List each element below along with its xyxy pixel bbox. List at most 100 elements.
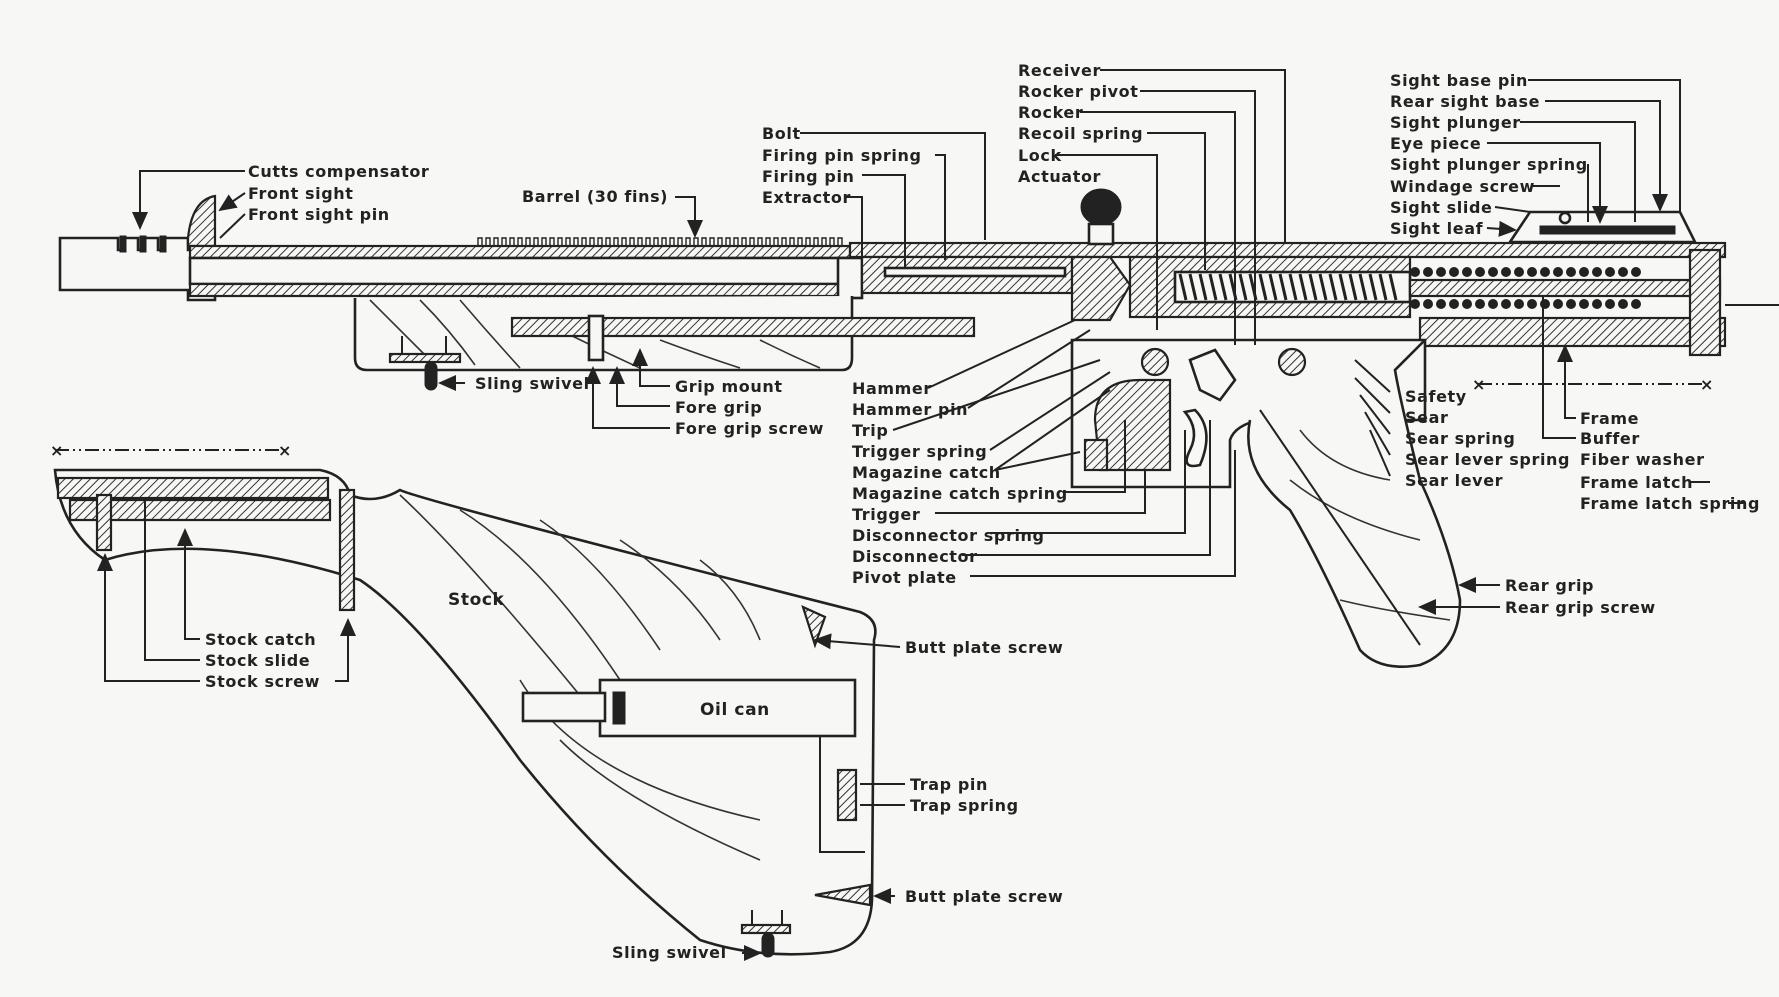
lock (1070, 255, 1132, 322)
trigger (1182, 408, 1208, 468)
sight-slide (1558, 211, 1572, 225)
buffer-spring-coil (1618, 267, 1628, 277)
recoil-spring-coil (1388, 273, 1398, 301)
label-sling-swivel-front: Sling swivel (475, 374, 590, 393)
stock-screw-front (95, 493, 113, 552)
buffer-spring-coil (1540, 267, 1550, 277)
label-rear-sight-base: Rear sight base (1390, 92, 1540, 111)
label-rocker: Rocker (1018, 103, 1083, 122)
label-trap-spring: Trap spring (910, 796, 1019, 815)
label-stock-catch: Stock catch (205, 630, 316, 649)
label-frame-latch: Frame latch (1580, 473, 1693, 492)
label-stock-screw: Stock screw (205, 672, 320, 691)
dimension-x-right: × (278, 441, 292, 460)
label-barrel: Barrel (30 fins) (522, 187, 668, 206)
recoil-spring-coil (1178, 273, 1188, 301)
buffer-spring-coil (1501, 267, 1511, 277)
buffer-spring-coil (1631, 267, 1641, 277)
label-lock: Lock (1018, 146, 1062, 165)
label-stock: Stock (448, 590, 505, 610)
rear-grip-assembly (1247, 339, 1462, 668)
barrel-bore (188, 256, 852, 286)
recoil-spring-coil (1288, 273, 1298, 301)
buffer-spring-coil (1423, 299, 1433, 309)
label-frame: Frame (1580, 409, 1639, 428)
label-fiber-washer: Fiber washer (1580, 450, 1705, 469)
label-fore-grip: Fore grip (675, 398, 762, 417)
buffer-spring-coil (1592, 267, 1602, 277)
frame-dimension-x-left: × (1472, 375, 1486, 394)
sling-swivel-rear (740, 910, 792, 958)
recoil-spring-coil (1318, 273, 1328, 301)
buffer-spring-coil (1566, 267, 1576, 277)
buffer-spring-coil (1514, 299, 1524, 309)
label-trip: Trip (852, 421, 888, 440)
buffer-spring-coil (1527, 299, 1537, 309)
trigger-housing (1070, 338, 1427, 489)
label-cutts-compensator: Cutts compensator (248, 162, 429, 181)
label-sight-plunger-spring: Sight plunger spring (1390, 155, 1588, 174)
buffer-spring-coil (1449, 267, 1459, 277)
buffer-spring-coil (1449, 299, 1459, 309)
barrel (188, 244, 852, 260)
label-butt-plate-screw-upper: Butt plate screw (905, 638, 1063, 657)
buffer-spring (1410, 267, 1641, 309)
frame (1418, 316, 1727, 348)
buffer-spring-coil (1605, 267, 1615, 277)
magazine-catch (1083, 438, 1109, 472)
buffer-spring-coil (1631, 299, 1641, 309)
label-windage-screw: Windage screw (1390, 177, 1535, 196)
buffer-spring-coil (1579, 267, 1589, 277)
label-recoil-spring: Recoil spring (1018, 124, 1143, 143)
buffer-spring-coil (1488, 299, 1498, 309)
fore-grip-screw (587, 314, 605, 362)
buffer-spring-coil (1540, 299, 1550, 309)
dimension-x-left: × (50, 441, 64, 460)
buffer-spring-coil (1605, 299, 1615, 309)
stock-assembly: × × (50, 441, 877, 958)
label-rear-grip: Rear grip (1505, 576, 1594, 595)
recoil-spring-coil (1278, 273, 1288, 301)
buffer-spring-coil (1410, 299, 1420, 309)
label-frame-latch-spring: Frame latch spring (1580, 494, 1760, 513)
label-disconnector-spring: Disconnector spring (852, 526, 1045, 545)
recoil-spring-coil (1258, 273, 1268, 301)
label-extractor: Extractor (762, 188, 851, 207)
rear-grip (1247, 339, 1462, 668)
buffer-spring-coil (1579, 299, 1589, 309)
buffer-spring-coil (1553, 267, 1563, 277)
label-sear-spring: Sear spring (1405, 429, 1515, 448)
label-trigger-spring: Trigger spring (852, 442, 987, 461)
label-sling-swivel-rear: Sling swivel (612, 943, 727, 962)
buffer-spring-coil (1488, 267, 1498, 277)
label-firing-pin: Firing pin (762, 167, 855, 186)
recoil-spring-coil (1198, 273, 1208, 301)
buffer-spring-coil (1501, 299, 1511, 309)
disconnector (1188, 348, 1237, 402)
stock-slide (56, 476, 330, 500)
hammer-pin (1140, 347, 1170, 377)
label-sight-base-pin: Sight base pin (1390, 71, 1528, 90)
buffer-spring-coil (1618, 299, 1628, 309)
rocker-pivot-pin (1277, 347, 1307, 377)
label-stock-slide: Stock slide (205, 651, 310, 670)
label-magazine-catch: Magazine catch (852, 463, 1001, 482)
buffer-spring-coil (1462, 267, 1472, 277)
compensator-fins-icon (119, 235, 167, 253)
label-fore-grip-screw: Fore grip screw (675, 419, 824, 438)
leader-lines (97, 69, 1779, 961)
label-grip-mount: Grip mount (675, 377, 783, 396)
barrel-lower-wall (188, 282, 852, 298)
label-actuator: Actuator (1018, 167, 1101, 186)
stock-screw-rear (338, 488, 356, 612)
buffer-spring-coil (1527, 267, 1537, 277)
label-safety: Safety (1405, 387, 1467, 406)
label-firing-pin-spring: Firing pin spring (762, 146, 922, 165)
buffer-spring-coil (1423, 267, 1433, 277)
recoil-spring-coil (1308, 273, 1318, 301)
buffer-spring-coil (1462, 299, 1472, 309)
recoil-spring-coil (1298, 273, 1308, 301)
firing-pin (883, 266, 1067, 278)
label-rocker-pivot: Rocker pivot (1018, 82, 1139, 101)
stock-catch (68, 498, 332, 522)
